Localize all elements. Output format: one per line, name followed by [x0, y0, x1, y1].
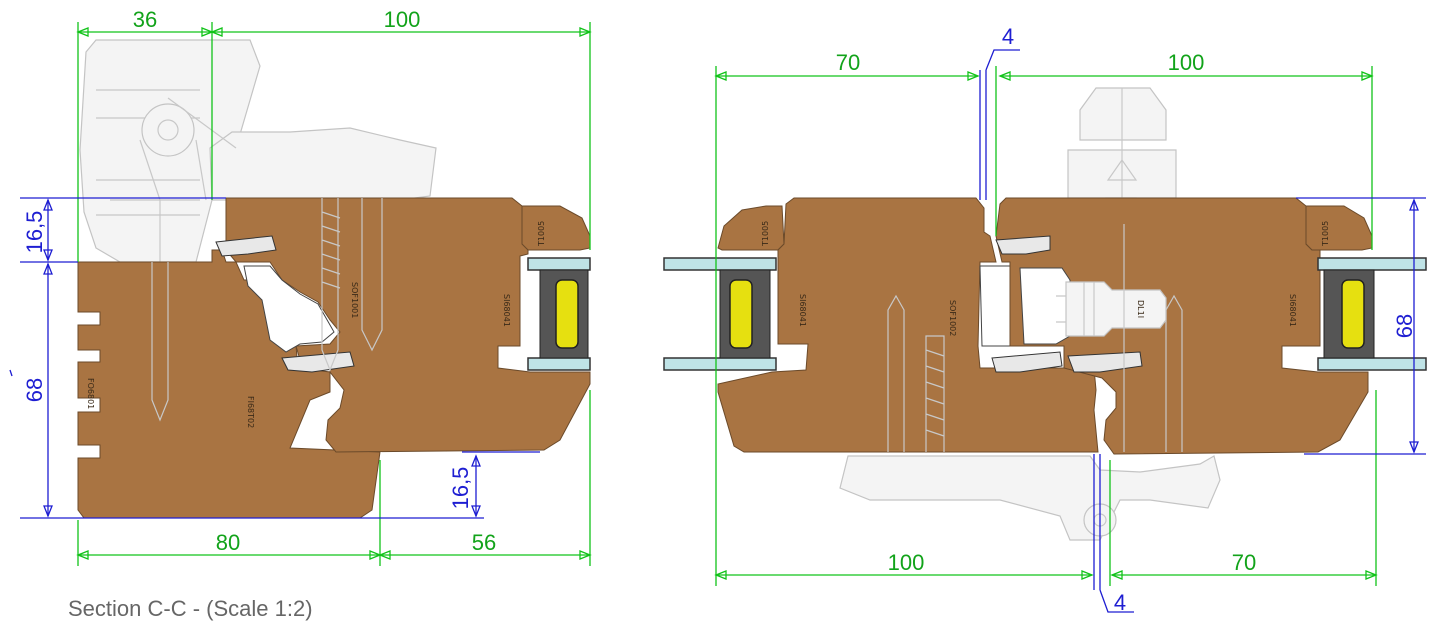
right-spacer-right: [1341, 279, 1365, 349]
left-seal-bottom: [281, 351, 355, 373]
right-screw-1: [887, 294, 905, 452]
right-seal-top: [995, 235, 1051, 255]
label-si68041-left: SI68041: [502, 294, 511, 327]
right-glass-left-bottom: [663, 357, 777, 371]
left-screw-frame: [151, 262, 169, 422]
label-t1005-right-a: T1005: [761, 221, 770, 247]
left-section: FO6801 FI68T02 SOF1001 T1005 SI68041 36 …: [9, 7, 592, 566]
right-left-sash: [717, 197, 1099, 453]
label-dl1i: DL1I: [1136, 300, 1145, 318]
left-spacer: [555, 279, 579, 349]
dim-right-top-100: 100: [1168, 50, 1205, 75]
left-rebate-cavity: [243, 265, 335, 353]
left-glass-bottom: [527, 357, 591, 371]
dim-left-top-100: 100: [384, 7, 421, 32]
left-dimensions: [9, 22, 592, 566]
right-glass-right-top: [1317, 257, 1427, 271]
right-spacer-left: [729, 279, 753, 349]
section-caption: Section C-C - (Scale 1:2): [68, 596, 313, 621]
right-seal-mid: [991, 351, 1063, 373]
right-left-bead: [717, 205, 785, 251]
left-sash-profile: [225, 197, 591, 453]
right-glass-right-bottom: [1317, 357, 1427, 371]
dim-left-bottom-56: 56: [472, 530, 496, 555]
dim-right-top-4: 4: [1002, 24, 1014, 49]
left-seal-top: [215, 235, 277, 257]
left-hinge-hardware: [79, 39, 437, 263]
right-handle-hardware: [839, 87, 1290, 541]
right-rebate-cavity: [1019, 267, 1071, 345]
left-glass-top: [527, 257, 591, 271]
left-bead: [521, 205, 591, 251]
label-fo6801: FO6801: [86, 378, 95, 409]
dim-right-68: 68: [1392, 314, 1417, 338]
right-section: T1005 SI68041 SOF1002 DL1I T1005 SI68041…: [663, 24, 1427, 615]
left-screw-sash-2: [361, 198, 383, 352]
right-lock-mechanism: [1056, 281, 1167, 337]
dim-left-top-36: 36: [133, 7, 157, 32]
label-t1005-left: T1005: [537, 221, 546, 247]
label-sof1001: SOF1001: [350, 282, 359, 318]
right-right-bead: [1305, 205, 1373, 251]
label-sof1002: SOF1002: [948, 300, 957, 336]
right-screw-2: [925, 335, 945, 452]
dim-left-16-5: 16,5: [22, 211, 47, 254]
label-si68041-right-b: SI68041: [1288, 294, 1297, 327]
label-t1005-right-b: T1005: [1321, 221, 1330, 247]
right-screw-3: [1165, 294, 1183, 452]
label-si68041-right-a: SI68041: [798, 294, 807, 327]
dim-right-bottom-70: 70: [1232, 550, 1256, 575]
dim-left-mid-16-5: 16,5: [448, 467, 473, 510]
dim-left-bottom-80: 80: [216, 530, 240, 555]
dim-left-68: 68: [22, 378, 47, 402]
right-glass-left-top: [663, 257, 777, 271]
left-screw-sash: [321, 198, 341, 372]
dim-right-top-70: 70: [836, 50, 860, 75]
right-dimensions: [714, 49, 1426, 613]
dim-right-bottom-100: 100: [888, 550, 925, 575]
label-fi68t02: FI68T02: [246, 396, 255, 428]
dim-right-bottom-4: 4: [1114, 590, 1126, 615]
